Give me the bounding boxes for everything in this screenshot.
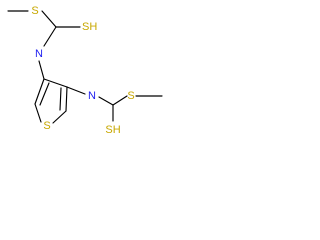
bond-ring-carbon-n-bottom [66,86,86,95]
bond-ring-c4-c5-double [39,82,50,106]
atom-label-s-bottom: S [127,90,134,102]
bond-carbon-bottom-s [112,95,128,106]
bond-s-top-carbon [41,10,57,28]
bond-ring-c4-c5 [34,78,45,105]
atom-label-sh-bottom: SH [105,124,120,136]
bond-carbon-top-n [43,26,57,47]
atom-label-n-top: N [35,48,43,60]
atom-label-n-bottom: N [88,90,96,102]
bond-ring-c5-s [34,103,42,123]
bond-ring-c3-c2 [65,86,68,112]
bond-n-bottom-carbon [98,96,114,106]
bond-ring-c2-s [52,110,67,124]
atom-label-layer: S SH N N S SH S [31,5,134,136]
bond-ring-c4-c3 [43,78,68,88]
atom-label-s-top: S [31,5,38,17]
bond-n-top-ring-carbon [38,60,45,80]
atom-label-sh-top: SH [82,21,97,33]
atom-label-s-thiophene: S [43,120,50,132]
bond-ring-c3-c2-double [59,87,62,111]
bond-layer [7,10,163,124]
molecule-diagram: S SH N N S SH S [7,5,163,136]
